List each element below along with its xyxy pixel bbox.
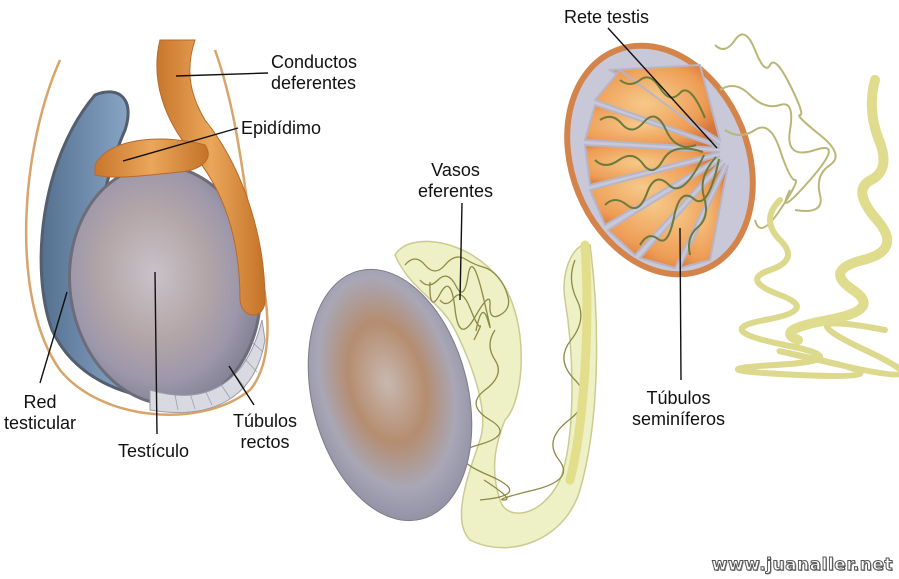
label-line: Red [23,392,57,412]
label-epididimo: Epidídimo [241,118,321,139]
label-conductos-deferentes: Conductos deferentes [271,52,357,94]
label-red-testicular: Red testicular [4,392,76,434]
watermark: www.juanaller.net [711,555,893,576]
middle-figure [307,240,598,549]
label-line: Túbulos [233,411,298,431]
label-line: Testículo [118,441,190,461]
label-tubulos-seminiferos: Túbulos seminíferos [632,388,725,430]
label-testiculo: Testículo [118,441,189,462]
left-leader-lines [39,72,269,435]
middle-leader-line [459,202,463,301]
right-leader-lines [607,27,718,381]
label-tubulos-rectos: Túbulos rectos [233,411,297,453]
right-figure [564,33,899,379]
left-figure [24,39,269,416]
label-line: eferentes [418,181,494,201]
label-vasos-eferentes: Vasos eferentes [418,160,493,202]
label-line: Vasos [431,160,480,180]
label-line: testicular [4,413,77,433]
label-line: rectos [240,432,290,452]
label-rete-testis: Rete testis [564,7,649,28]
label-line: Conductos [271,52,358,72]
label-line: Túbulos [646,388,711,408]
label-line: Rete testis [564,7,650,27]
label-line: seminíferos [632,409,726,429]
label-line: Epidídimo [241,118,322,138]
label-line: deferentes [271,73,357,93]
